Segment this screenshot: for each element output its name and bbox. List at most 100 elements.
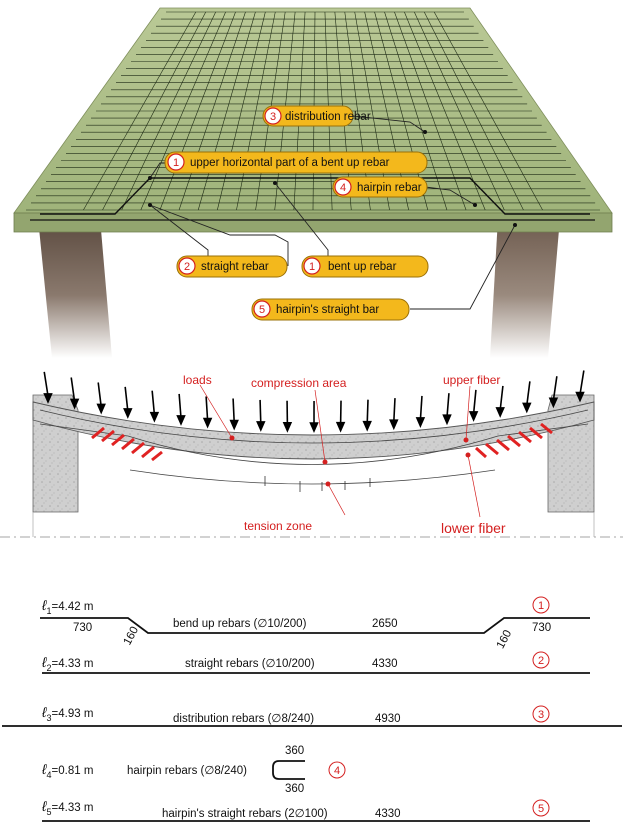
marker: 1 [538, 600, 544, 612]
load-arrow-head [123, 408, 133, 419]
load-arrow [579, 370, 585, 395]
column-right [490, 218, 560, 358]
marker: 5 [538, 803, 544, 815]
load-arrow-head [69, 398, 80, 410]
load-arrow-head [495, 407, 505, 418]
load-arrow [472, 389, 477, 414]
load-arrow [499, 385, 504, 411]
load-arrow [419, 395, 423, 421]
load-arrow [70, 377, 76, 402]
length-label: ℓ5=4.33 m [41, 798, 93, 817]
callout-hairpin-straight-bar: 5 hairpin's straight bar [251, 298, 410, 321]
label-lower-fiber: lower fiber [441, 520, 506, 536]
load-arrow-head [256, 421, 266, 432]
callout-straight-rebar: 2 straight rebar [176, 255, 288, 278]
schedule-row-2: ℓ2=4.33 m straight rebars (∅10/200) 4330… [41, 651, 590, 674]
load-arrow [151, 390, 156, 415]
load-arrow [366, 399, 369, 424]
description: hairpin rebars (∅8/240) [127, 765, 247, 777]
description: distribution rebars (∅8/240) [173, 713, 314, 725]
end-left-dimension: 730 [73, 622, 92, 634]
label-tension-zone: tension zone [244, 519, 312, 533]
description: straight rebars (∅10/200) [185, 658, 315, 670]
load-arrow [552, 376, 558, 401]
callout-text: straight rebar [201, 261, 269, 273]
callout-text: upper horizontal part of a bent up rebar [190, 157, 390, 169]
load-arrow-head [282, 421, 293, 433]
callout-bent-up-rebar: 1 bent up rebar [301, 255, 429, 278]
schedule-row-4: ℓ4=0.81 m hairpin rebars (∅8/240) 360 36… [41, 745, 346, 795]
hairpin-bottom-dimension: 360 [285, 783, 304, 795]
callout-number: 1 [309, 261, 315, 273]
load-arrow-head [96, 403, 106, 415]
load-arrow-head [468, 411, 479, 422]
bend-left-dimension: 160 [122, 625, 142, 648]
load-arrow [124, 386, 129, 411]
load-arrow [178, 393, 182, 418]
callout-text: bent up rebar [328, 261, 397, 273]
callout-number: 5 [259, 304, 265, 316]
load-arrow-head [362, 420, 372, 432]
callout-number: 3 [270, 111, 276, 123]
label-loads: loads [183, 373, 212, 387]
dimension: 4330 [372, 658, 398, 670]
load-arrow-head [335, 421, 346, 433]
schedule-row-5: ℓ5=4.33 m hairpin's straight rebars (2∅1… [41, 798, 590, 822]
slab-front-face [13, 212, 613, 233]
description: hairpin's straight rebars (2∅100) [162, 808, 328, 820]
label-compression-area: compression area [251, 376, 347, 390]
length-label: ℓ3=4.93 m [41, 704, 93, 723]
load-arrow [259, 399, 262, 424]
callout-text: hairpin's straight bar [276, 304, 379, 316]
callout-number: 1 [173, 157, 179, 169]
load-arrow-head [229, 419, 239, 431]
load-arrow [205, 396, 209, 421]
schedule-row-1: ℓ1=4.42 m 730 160 bend up rebars (∅10/20… [40, 596, 590, 651]
load-arrow-head [176, 415, 186, 426]
marker: 4 [334, 765, 340, 777]
label-upper-fiber: upper fiber [443, 373, 500, 387]
hairpin-shape [272, 760, 305, 780]
end-right-dimension: 730 [532, 622, 551, 634]
load-arrow-head [548, 397, 559, 409]
length-label: ℓ4=0.81 m [41, 761, 93, 780]
length-label: ℓ2=4.33 m [41, 654, 93, 673]
bend-right-dimension: 160 [495, 628, 515, 651]
deflected-slab [32, 401, 595, 460]
load-arrow-head [309, 422, 319, 433]
deflected-section: loads compression area upper fiber tensi… [0, 370, 623, 538]
load-arrow-head [43, 393, 53, 404]
callout-upper-horizontal: 1 upper horizontal part of a bent up reb… [164, 151, 428, 174]
load-arrows [43, 370, 585, 433]
callout-distribution-rebar: 3 distribution rebar [262, 105, 371, 127]
load-arrow [232, 398, 235, 423]
length-label: ℓ1=4.42 m [41, 597, 93, 616]
callout-hairpin-rebar: 4 hairpin rebar [332, 176, 428, 198]
rebar-schedule: ℓ1=4.42 m 730 160 bend up rebars (∅10/20… [2, 596, 622, 822]
load-arrow-head [202, 417, 213, 429]
schedule-row-3: ℓ3=4.93 m distribution rebars (∅8/240) 4… [2, 704, 622, 727]
dimension: 4930 [375, 713, 401, 725]
dimension: 2650 [372, 618, 398, 630]
description: bend up rebars (∅10/200) [173, 618, 307, 630]
marker: 3 [538, 709, 544, 721]
bent-rebar-path [40, 177, 590, 215]
load-arrow [97, 382, 102, 407]
load-arrow [526, 381, 531, 406]
load-arrow [43, 371, 49, 397]
marker: 2 [538, 655, 544, 667]
callout-number: 4 [340, 182, 346, 194]
load-arrow [393, 398, 396, 423]
dimension: 4330 [375, 808, 401, 820]
callout-text: hairpin rebar [357, 182, 422, 194]
callout-text: distribution rebar [285, 111, 371, 123]
rebar-grid [26, 11, 600, 211]
load-arrow-head [389, 419, 399, 431]
slab-3d-view: 3 distribution rebar 1 upper horizontal … [13, 7, 613, 358]
hairpin-top-dimension: 360 [285, 745, 304, 757]
load-arrow-head [575, 391, 585, 403]
column-left [38, 218, 112, 358]
load-arrow-head [415, 417, 426, 428]
load-arrow-head [442, 414, 452, 426]
